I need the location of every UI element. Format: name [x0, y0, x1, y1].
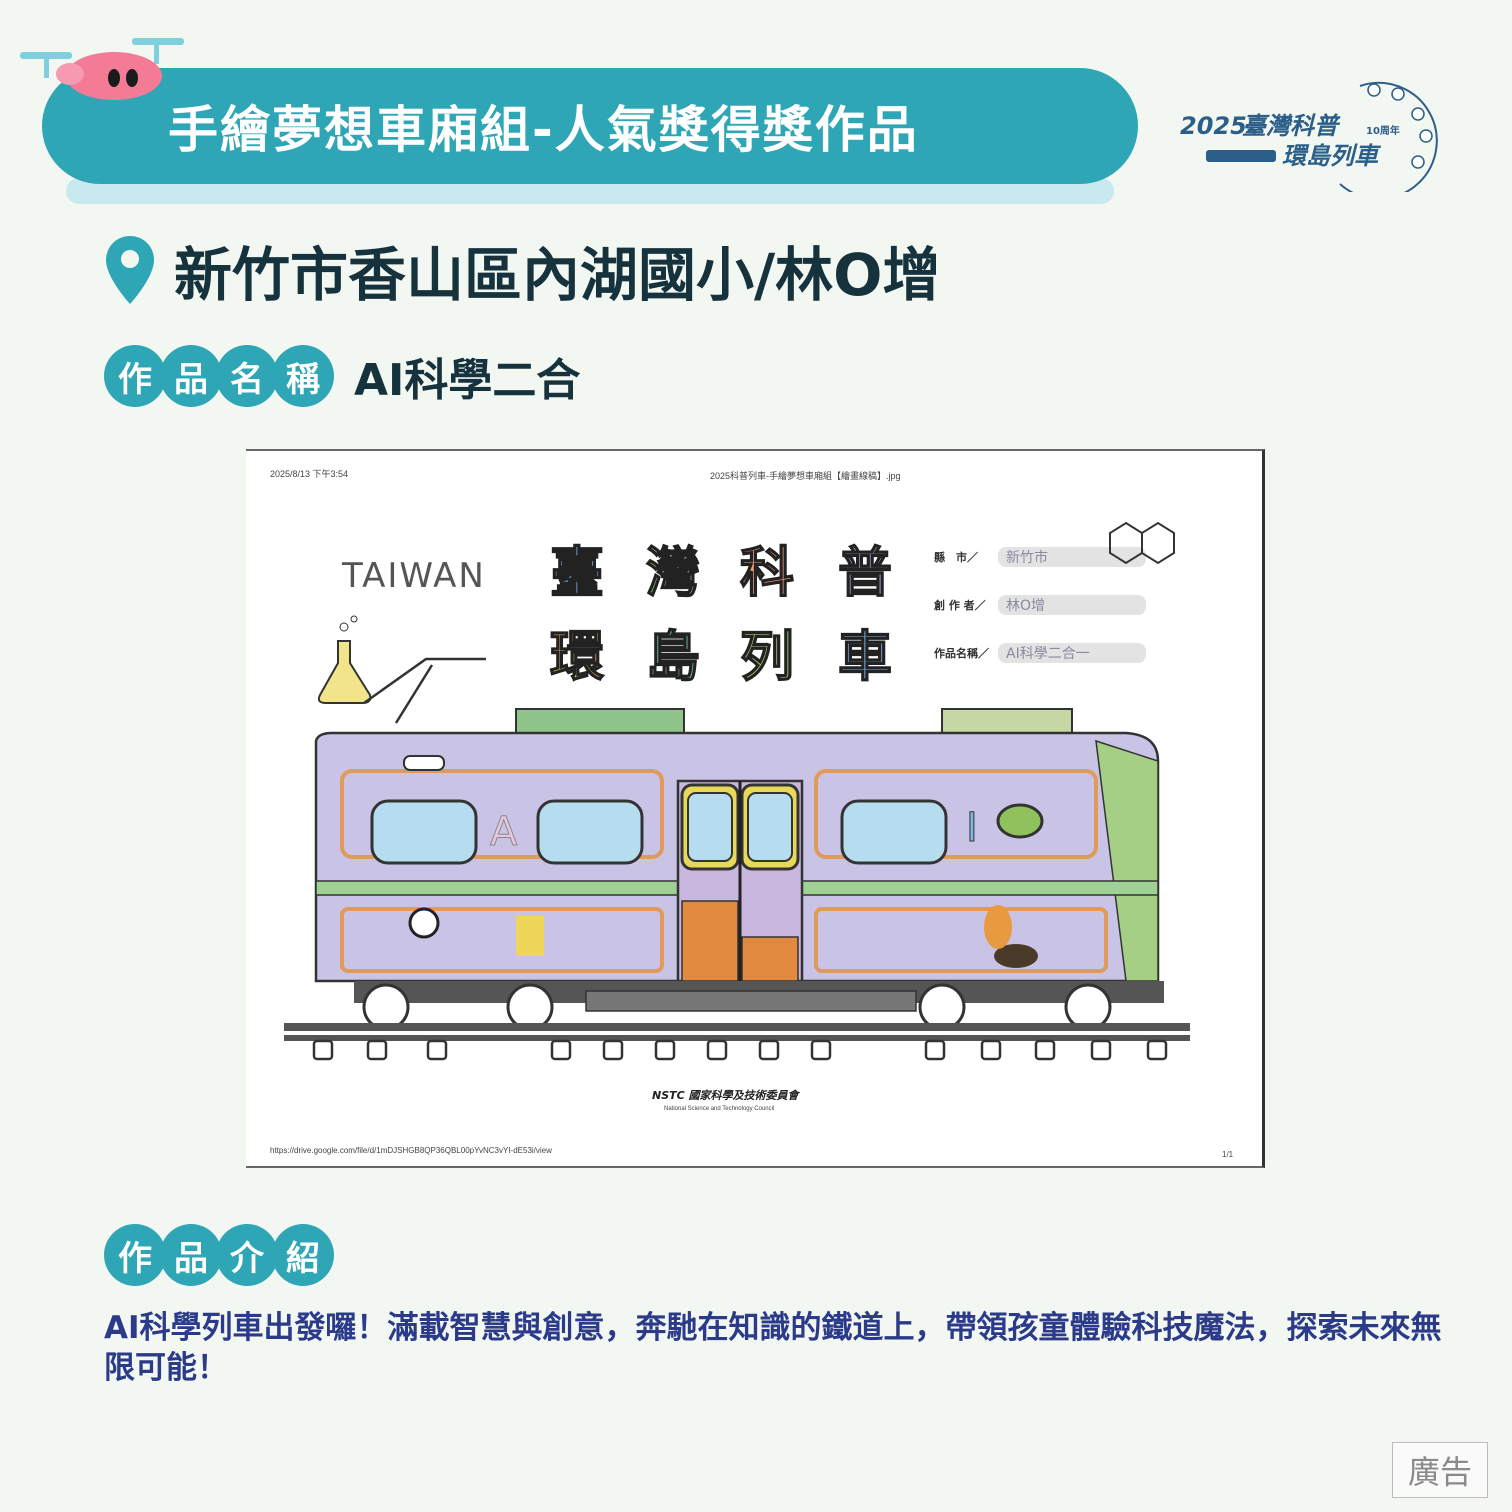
artwork-header-file: 2025科普列車-手繪夢想車廂組【繪畫線稿】.jpg: [710, 470, 901, 481]
banner-title: 手繪夢想車廂組-人氣獎得獎作品: [168, 101, 919, 159]
label-char: 品: [160, 345, 222, 407]
train-drawing: A I: [314, 708, 1164, 1012]
train-letter-a: A: [490, 809, 518, 855]
form-label-title: 作品名稱／: [934, 646, 989, 660]
artwork-footer-org: NSTC 國家科學及技術委員會: [652, 1089, 801, 1102]
label-char: 名: [216, 345, 278, 407]
logo-badge: 10周年: [1366, 124, 1400, 137]
railway-track: [284, 1023, 1190, 1061]
title-char: 臺: [550, 541, 604, 604]
form-value-title: AI科學二合一: [1006, 646, 1090, 662]
drone-mascot-icon: [20, 38, 184, 100]
label-char: 紹: [272, 1224, 334, 1286]
title-char: 島: [646, 625, 700, 688]
science-train-logo: 2025 臺灣科普 10周年 環島列車: [1180, 81, 1438, 192]
form-value-city: 新竹市: [1006, 549, 1048, 566]
label-char: 稱: [272, 345, 334, 407]
work-name-value: AI科學二合: [354, 355, 581, 406]
taiwan-logo: TAIWAN: [341, 556, 486, 596]
label-char: 介: [216, 1224, 278, 1286]
title-char: 列: [740, 625, 794, 688]
artwork-footer-org-en: National Science and Technology Council: [664, 1106, 774, 1112]
logo-title-line2: 環島列車: [1282, 142, 1382, 170]
location-text: 新竹市香山區內湖國小/林O增: [174, 241, 941, 309]
pantograph: [363, 657, 486, 724]
logo-train-icon: [1206, 150, 1276, 162]
artwork-footer-page: 1/1: [1222, 1150, 1234, 1159]
logo-title-line1: 臺灣科普: [1242, 112, 1341, 140]
title-char: 車: [838, 625, 892, 688]
intro-label: 作 品 介 紹: [104, 1224, 334, 1286]
artwork-image: 2025/8/13 下午3:54 2025科普列車-手繪夢想車廂組【繪畫線稿】.…: [246, 449, 1265, 1168]
title-char: 環: [550, 625, 604, 688]
label-char: 品: [160, 1224, 222, 1286]
label-char: 作: [104, 1224, 166, 1286]
logo-year: 2025: [1180, 112, 1247, 140]
title-char: 普: [838, 541, 892, 604]
artwork-header-date: 2025/8/13 下午3:54: [270, 468, 348, 479]
label-char: 作: [104, 345, 166, 407]
form-value-author: 林O增: [1006, 598, 1045, 614]
work-name-row: 作 品 名 稱 AI科學二合: [104, 344, 580, 408]
form-label-city: 縣 市／: [934, 550, 978, 564]
intro-text: AI科學列車出發囉！滿載智慧與創意，奔馳在知識的鐵道上，帶領孩童體驗科技魔法，探…: [104, 1310, 1442, 1386]
title-char: 灣: [646, 541, 700, 604]
train-letter-i: I: [966, 805, 978, 851]
ad-badge[interactable]: 廣告: [1392, 1442, 1488, 1498]
title-banner: 手繪夢想車廂組-人氣獎得獎作品: [42, 68, 1138, 184]
work-name-label: 作 品 名 稱: [104, 345, 334, 407]
artwork-footer-url: https://drive.google.com/file/d/1mDJSHGB…: [270, 1146, 552, 1155]
location-pin-icon: [106, 236, 154, 304]
title-char: 科: [740, 541, 794, 604]
flask-icon: [317, 615, 372, 704]
form-label-author: 創 作 者／: [933, 598, 986, 612]
intro-label-row: 作 品 介 紹: [104, 1224, 334, 1286]
location-row: 新竹市香山區內湖國小/林O增: [104, 228, 941, 312]
molecule-icon: [1109, 521, 1175, 565]
